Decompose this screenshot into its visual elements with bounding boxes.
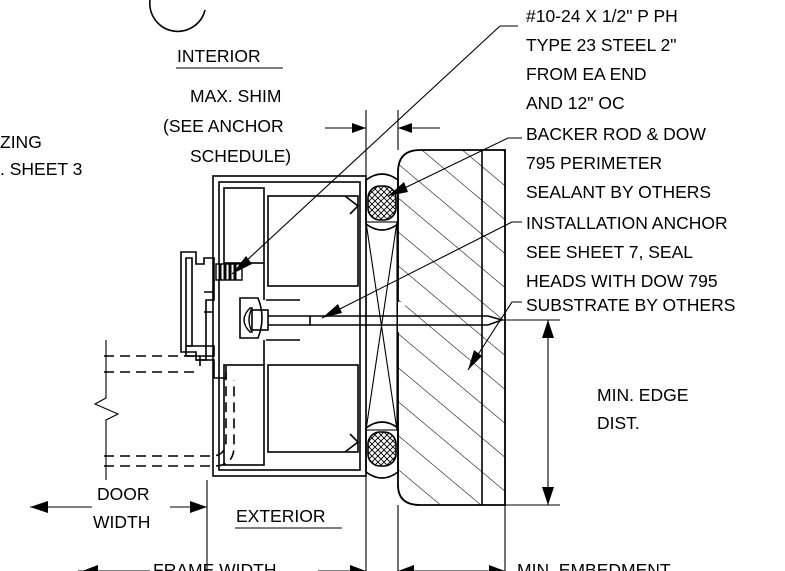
labels: INTERIOR MAX. SHIM (SEE ANCHOR SCHEDULE)… bbox=[0, 6, 735, 571]
label-min-embedment: MIN. EMBEDMENT bbox=[517, 560, 671, 571]
label-max-shim-3: SCHEDULE) bbox=[190, 146, 291, 166]
backer-rod-sealant-top bbox=[365, 173, 399, 231]
shim-spacer bbox=[365, 221, 398, 431]
leader-lines bbox=[231, 25, 522, 371]
label-backer-1: BACKER ROD & DOW bbox=[526, 124, 706, 144]
label-substrate: SUBSTRATE BY OTHERS bbox=[526, 295, 735, 315]
backer-rod-sealant-bottom bbox=[365, 421, 399, 479]
label-screw-1: #10-24 X 1/2" P PH bbox=[526, 6, 678, 26]
label-backer-2: 795 PERIMETER bbox=[526, 153, 662, 173]
label-screw-3: FROM EA END bbox=[526, 64, 647, 84]
screw bbox=[215, 263, 243, 281]
label-exterior: EXTERIOR bbox=[236, 506, 325, 526]
door-leaf-dashed bbox=[93, 340, 235, 480]
frame-extrusion bbox=[212, 175, 367, 477]
substrate bbox=[397, 149, 506, 506]
detail-callout-circle bbox=[149, 0, 206, 33]
label-backer-3: SEALANT BY OTHERS bbox=[526, 182, 711, 202]
installation-anchor bbox=[243, 307, 505, 333]
label-anchor-2: SEE SHEET 7, SEAL bbox=[526, 242, 693, 262]
label-door-1: DOOR bbox=[97, 484, 150, 504]
label-interior: INTERIOR bbox=[177, 46, 261, 66]
label-glazing-1: ZING bbox=[0, 132, 42, 152]
label-screw-2: TYPE 23 STEEL 2" bbox=[526, 35, 677, 55]
label-glazing-2: . SHEET 3 bbox=[0, 159, 82, 179]
label-min-edge-2: DIST. bbox=[597, 413, 640, 433]
label-max-shim-2: (SEE ANCHOR bbox=[163, 116, 284, 136]
label-min-edge-1: MIN. EDGE bbox=[597, 385, 688, 405]
label-max-shim-1: MAX. SHIM bbox=[190, 86, 281, 106]
label-door-2: WIDTH bbox=[93, 512, 150, 532]
dimension-lines bbox=[30, 110, 560, 571]
label-frame-width: FRAME WIDTH bbox=[153, 560, 276, 571]
label-screw-4: AND 12" OC bbox=[526, 93, 625, 113]
label-anchor-1: INSTALLATION ANCHOR bbox=[526, 213, 728, 233]
label-anchor-3: HEADS WITH DOW 795 bbox=[526, 271, 718, 291]
